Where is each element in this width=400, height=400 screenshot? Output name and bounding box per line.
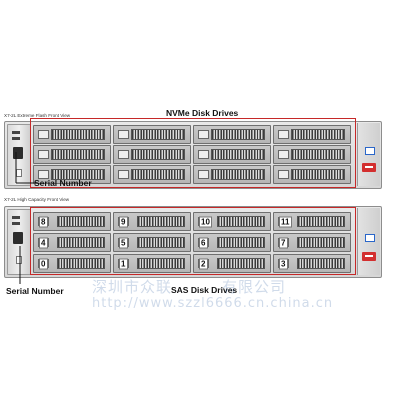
nvme-drive-bay[interactable] (113, 145, 191, 164)
nvme-drive-bay[interactable] (193, 145, 271, 164)
watermark-company-part2: 有限公司 (222, 278, 287, 296)
drive-number: 10 (198, 216, 213, 227)
sas-drive-bay[interactable]: 1 (113, 254, 191, 273)
nvme-drive-bay[interactable] (33, 165, 111, 184)
status-indicator-icon (365, 147, 375, 155)
vendor-badge-icon (362, 252, 376, 261)
sas-drive-bay[interactable]: 5 (113, 233, 191, 252)
serial-number-label-bottom: Serial Number (6, 286, 64, 296)
sas-drive-bay[interactable]: 9 (113, 212, 191, 231)
bottom-server-chassis: 8 9 10 11 4 5 6 7 0 1 2 3 (4, 206, 382, 278)
serial-callout-line-bottom (19, 246, 21, 284)
sas-drive-bay[interactable]: 2 (193, 254, 271, 273)
serial-callout-line-top (15, 152, 36, 184)
drive-number: 3 (278, 258, 288, 269)
top-right-panel (357, 123, 380, 186)
bottom-right-panel (357, 208, 380, 275)
sas-drive-bay[interactable]: 11 (273, 212, 351, 231)
drive-number: 11 (278, 216, 293, 227)
top-left-ear (7, 124, 31, 186)
nvme-drive-bay[interactable] (273, 165, 351, 184)
sas-drive-bay[interactable]: 7 (273, 233, 351, 252)
nvme-drive-bay[interactable] (113, 125, 191, 144)
sas-drive-bay[interactable]: 6 (193, 233, 271, 252)
sas-drive-bay[interactable]: 4 (33, 233, 111, 252)
drive-number: 0 (38, 258, 48, 269)
drive-number: 4 (38, 237, 48, 248)
drive-number: 8 (38, 216, 48, 227)
vendor-badge-icon (362, 163, 376, 172)
nvme-highlight-box (30, 118, 356, 188)
sas-drive-bay[interactable]: 10 (193, 212, 271, 231)
bottom-drive-grid: 8 9 10 11 4 5 6 7 0 1 2 3 (33, 212, 353, 274)
nvme-drive-bay[interactable] (193, 125, 271, 144)
nvme-drive-bay[interactable] (33, 125, 111, 144)
top-drive-grid (33, 125, 353, 185)
status-indicator-icon (365, 234, 375, 242)
drive-number: 1 (118, 258, 128, 269)
nvme-drive-bay[interactable] (113, 165, 191, 184)
nvme-drives-label: NVMe Disk Drives (166, 108, 239, 118)
top-view-title: X7-2L Extreme Flash Front View (4, 113, 71, 118)
nvme-drive-bay[interactable] (273, 145, 351, 164)
bottom-view-title: X7-2L High Capacity Front View (4, 197, 70, 202)
ear-vent-icon (12, 222, 20, 225)
watermark-company-part1: 深圳市众联 (92, 278, 173, 296)
ear-vent-icon (12, 131, 20, 134)
sas-drives-label: SAS Disk Drives (171, 285, 238, 295)
serial-pull-tab[interactable] (16, 256, 22, 264)
nvme-drive-bay[interactable] (33, 145, 111, 164)
status-panel-icon (13, 232, 23, 244)
status-panel-icon (13, 147, 23, 159)
drive-number: 6 (198, 237, 208, 248)
sas-drive-bay[interactable]: 0 (33, 254, 111, 273)
serial-number-label-top: Serial Number (34, 178, 92, 188)
drive-number: 9 (118, 216, 128, 227)
nvme-drive-bay[interactable] (273, 125, 351, 144)
sas-highlight-box (30, 207, 356, 275)
drive-number: 7 (278, 237, 288, 248)
nvme-drive-bay[interactable] (193, 165, 271, 184)
top-server-chassis (4, 121, 382, 189)
drive-number: 5 (118, 237, 128, 248)
ear-vent-icon (12, 216, 20, 219)
ear-vent-icon (12, 137, 20, 140)
watermark-url: http://www.szzl6666.cn.china.cn (92, 296, 334, 311)
drive-number: 2 (198, 258, 208, 269)
sas-drive-bay[interactable]: 8 (33, 212, 111, 231)
sas-drive-bay[interactable]: 3 (273, 254, 351, 273)
